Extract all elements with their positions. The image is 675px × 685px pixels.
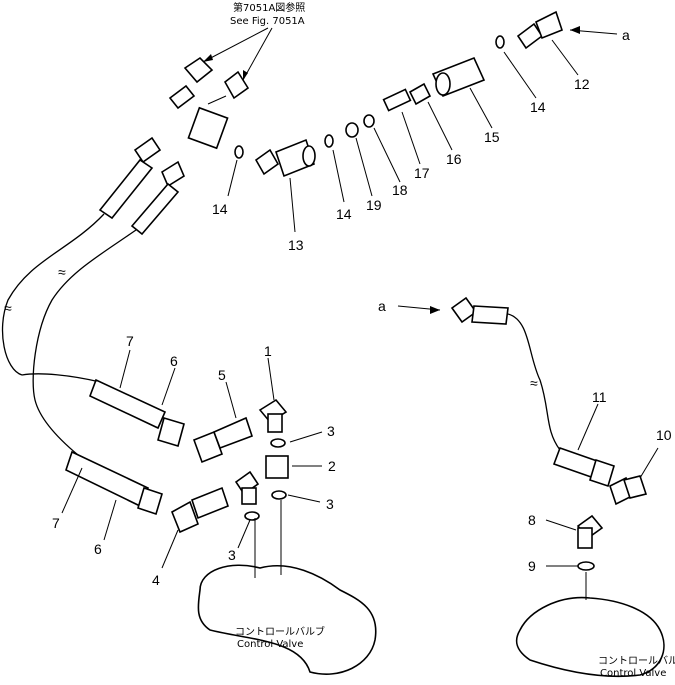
callout-3: 3: [326, 496, 334, 512]
hose-end: [183, 56, 214, 84]
valve-body: [197, 564, 377, 675]
upper-right-parts: a: [234, 10, 630, 178]
valve-label-jp: コントロールバルブ: [598, 654, 675, 667]
control-valve-left: コントロールバルブ Control Valve: [197, 500, 377, 675]
hose-end-nut: [160, 160, 186, 188]
elbow-fitting: [187, 106, 229, 150]
reference-leader: [202, 27, 269, 63]
connector-arrowhead: [570, 26, 580, 34]
connector-arrowhead: [430, 306, 440, 314]
hose-line: [507, 313, 561, 451]
o-ring-14: [234, 145, 244, 159]
callout-6: 6: [170, 353, 178, 369]
callout-6: 6: [94, 541, 102, 557]
callout-17: 17: [414, 165, 430, 181]
valve-label-jp: コントロールバルブ: [235, 625, 325, 638]
elbow-1: [258, 398, 288, 424]
valve-label-en: Control Valve: [600, 668, 666, 679]
reference-note: 第7051A図参照 See Fig. 7051A: [202, 1, 305, 81]
callout-7: 7: [52, 515, 60, 531]
hose-sleeve-7: [65, 450, 150, 508]
hose-line: [21, 373, 101, 383]
sleeve-15-end: [435, 72, 451, 96]
callout-14: 14: [336, 206, 352, 222]
callout-18: 18: [392, 182, 408, 198]
hose-end-nut: [589, 458, 615, 488]
valve-label-en: Control Valve: [237, 639, 303, 650]
callout-2: 2: [328, 458, 336, 474]
callout-14: 14: [530, 99, 546, 115]
elbow-1-body: [267, 413, 283, 433]
callout-leaders: [61, 39, 659, 569]
callout-labels: 1 2 3 3 3 4 5 6 6 7 7 8 9 10 11 12 13 14…: [52, 76, 672, 588]
control-valve-right: コントロールバルブ Control Valve: [515, 572, 675, 679]
upper-hose-ends: [168, 56, 250, 150]
hose-sleeve: [130, 182, 180, 236]
callout-9: 9: [528, 558, 536, 574]
callout-8: 8: [528, 512, 536, 528]
callout-14: 14: [212, 201, 228, 217]
elbow-1-body: [241, 487, 257, 505]
callout-4: 4: [152, 572, 160, 588]
break-mark: ≈: [530, 375, 538, 391]
reference-note-en: See Fig. 7051A: [230, 16, 305, 27]
valve-16: [408, 82, 432, 106]
hose-end: [223, 70, 250, 100]
hose-end-nut: [137, 486, 163, 516]
hose-sleeve: [98, 158, 154, 220]
callout-3: 3: [327, 423, 335, 439]
valve-body: [515, 596, 665, 678]
ring-18: [363, 114, 375, 128]
elbow-5: [192, 430, 224, 464]
leader-arrowhead: [243, 70, 248, 80]
elbow-5-body: [212, 416, 254, 450]
spring-17: [382, 88, 412, 112]
adapter-13-nut: [254, 148, 280, 176]
elbow-4-body: [191, 486, 229, 520]
connector-label-top: a: [622, 27, 630, 43]
callout-16: 16: [446, 151, 462, 167]
leader-arrowhead: [203, 54, 213, 62]
elbow-10-body: [622, 475, 648, 499]
o-ring-3: [270, 438, 286, 448]
hose-end-nut: [157, 416, 185, 448]
break-mark: ≈: [58, 264, 66, 280]
adapter-2: [265, 455, 289, 479]
o-ring-3: [244, 511, 260, 521]
o-ring-14: [324, 134, 334, 148]
o-ring-14: [495, 35, 505, 49]
hose-line: [32, 229, 137, 456]
callout-7: 7: [126, 333, 134, 349]
reference-leader: [242, 27, 273, 81]
elbow-8-body: [577, 527, 593, 549]
callout-12: 12: [574, 76, 590, 92]
hose-sleeve-7: [88, 378, 167, 430]
o-ring-3: [271, 490, 287, 500]
adapter-13-port: [302, 145, 316, 167]
connector-label-right: a: [378, 298, 386, 314]
callout-3: 3: [228, 547, 236, 563]
callout-13: 13: [288, 237, 304, 253]
long-hose-assemblies: ≈ ≈: [1, 136, 186, 456]
reference-note-jp: 第7051A図参照: [233, 1, 305, 14]
callout-10: 10: [656, 427, 672, 443]
hose-fitting: [168, 84, 196, 110]
callout-15: 15: [484, 129, 500, 145]
right-hose-assembly: a ≈: [378, 296, 648, 571]
hose-line: [1, 213, 105, 376]
hose-sleeve: [471, 305, 509, 325]
lower-left-hoses: [65, 378, 289, 534]
callout-11: 11: [592, 389, 607, 405]
elbow-12-body: [534, 10, 563, 40]
callout-1: 1: [264, 343, 272, 359]
break-mark: ≈: [4, 300, 12, 316]
callout-5: 5: [218, 367, 226, 383]
o-ring-9: [577, 561, 595, 571]
hose-end-nut: [133, 136, 162, 164]
callout-19: 19: [366, 197, 382, 213]
fitting-edge: [207, 95, 227, 105]
ring-19: [345, 122, 359, 138]
elbow-4: [170, 500, 200, 534]
